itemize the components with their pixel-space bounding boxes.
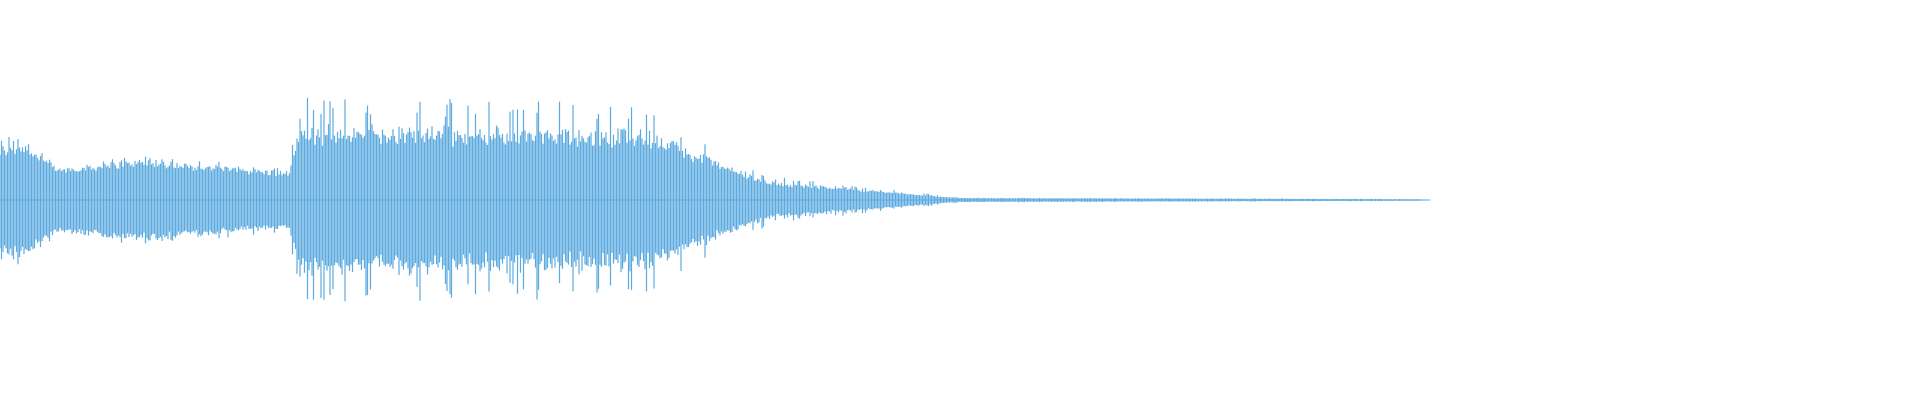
waveform-samples — [0, 97, 1422, 302]
